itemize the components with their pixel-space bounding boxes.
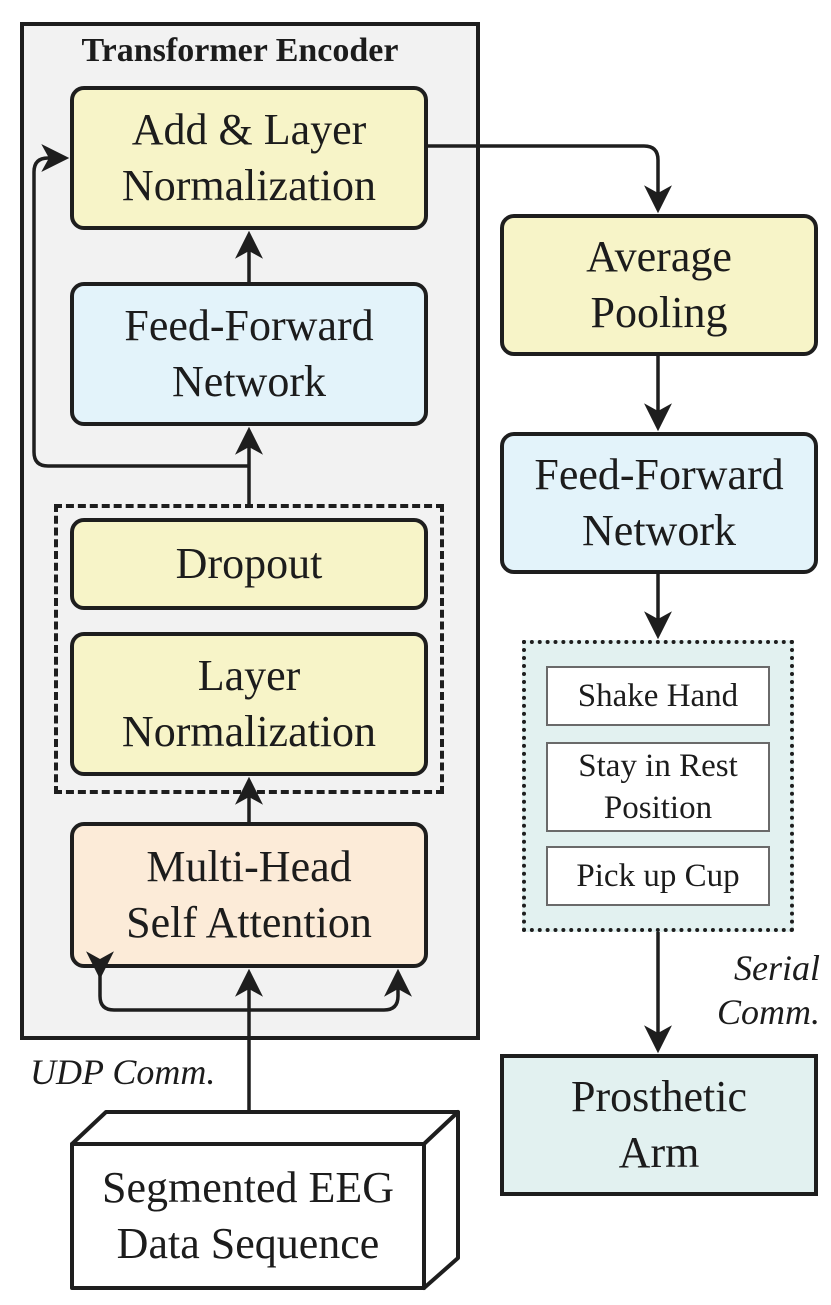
- avg-pool-line-1: Average: [586, 232, 732, 281]
- serial-line-2: Comm.: [716, 992, 820, 1032]
- class-rest-position: Stay in Rest Position: [546, 742, 770, 832]
- eeg-line-2: Data Sequence: [116, 1219, 380, 1268]
- average-pooling-box: Average Pooling: [500, 214, 818, 356]
- prosthetic-line-2: Arm: [618, 1128, 700, 1177]
- residual-skip-wire: [32, 144, 249, 468]
- add-norm-line-2: Normalization: [121, 161, 377, 210]
- encoder-ffn-line-1: Feed-Forward: [124, 301, 374, 350]
- class-rest-line-1: Stay in Rest: [578, 748, 738, 784]
- add-layer-normalization-box: Add & Layer Normalization: [70, 86, 428, 230]
- qkv-split-wire: [86, 951, 412, 1012]
- head-ffn-line-1: Feed-Forward: [534, 450, 784, 499]
- class-cup-label: Pick up Cup: [576, 858, 740, 894]
- add-norm-line-1: Add & Layer: [131, 105, 367, 154]
- dropout-box: Dropout: [70, 518, 428, 610]
- multi-head-attention-box: Multi-Head Self Attention: [70, 822, 428, 968]
- head-feed-forward-box: Feed-Forward Network: [500, 432, 818, 574]
- encoder-ffn-line-2: Network: [172, 357, 326, 406]
- udp-comm-label: UDP Comm.: [30, 1052, 216, 1092]
- eeg-line-1: Segmented EEG: [101, 1163, 395, 1212]
- avg-pool-line-2: Pooling: [590, 288, 728, 337]
- layer-normalization-box: Layer Normalization: [70, 632, 428, 776]
- prosthetic-arm-box: Prosthetic Arm: [500, 1054, 818, 1196]
- serial-line-1: Serial: [734, 948, 820, 988]
- class-rest-line-2: Position: [603, 790, 713, 826]
- class-shake-hand: Shake Hand: [546, 666, 770, 726]
- dropout-label: Dropout: [175, 539, 323, 588]
- mhsa-line-2: Self Attention: [126, 898, 372, 947]
- encoder-to-pooling-arrow: [428, 144, 672, 214]
- serial-comm-label: Serial Comm.: [660, 946, 820, 1034]
- prosthetic-line-1: Prosthetic: [571, 1072, 747, 1121]
- encoder-feed-forward-box: Feed-Forward Network: [70, 282, 428, 426]
- mhsa-line-1: Multi-Head: [146, 842, 352, 891]
- layer-norm-line-2: Normalization: [121, 707, 377, 756]
- head-ffn-line-2: Network: [582, 506, 736, 555]
- encoder-title: Transformer Encoder: [81, 32, 399, 69]
- eeg-input-label: Segmented EEG Data Sequence: [72, 1144, 424, 1288]
- class-shake-hand-label: Shake Hand: [577, 678, 739, 714]
- layer-norm-line-1: Layer: [197, 651, 301, 700]
- class-pick-up-cup: Pick up Cup: [546, 846, 770, 906]
- eeg-input-block: [70, 1110, 460, 1290]
